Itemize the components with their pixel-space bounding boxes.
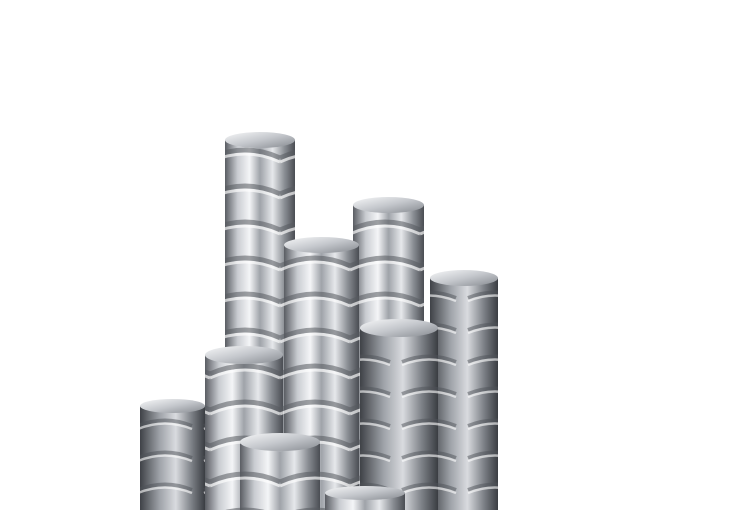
rebar-mid-right xyxy=(360,319,438,510)
rebar-front-stub xyxy=(325,486,405,510)
rebar-short-left xyxy=(140,399,205,510)
rebar-center xyxy=(284,237,359,510)
rebar-far-right xyxy=(430,270,498,510)
rebar-front-low xyxy=(240,433,320,510)
